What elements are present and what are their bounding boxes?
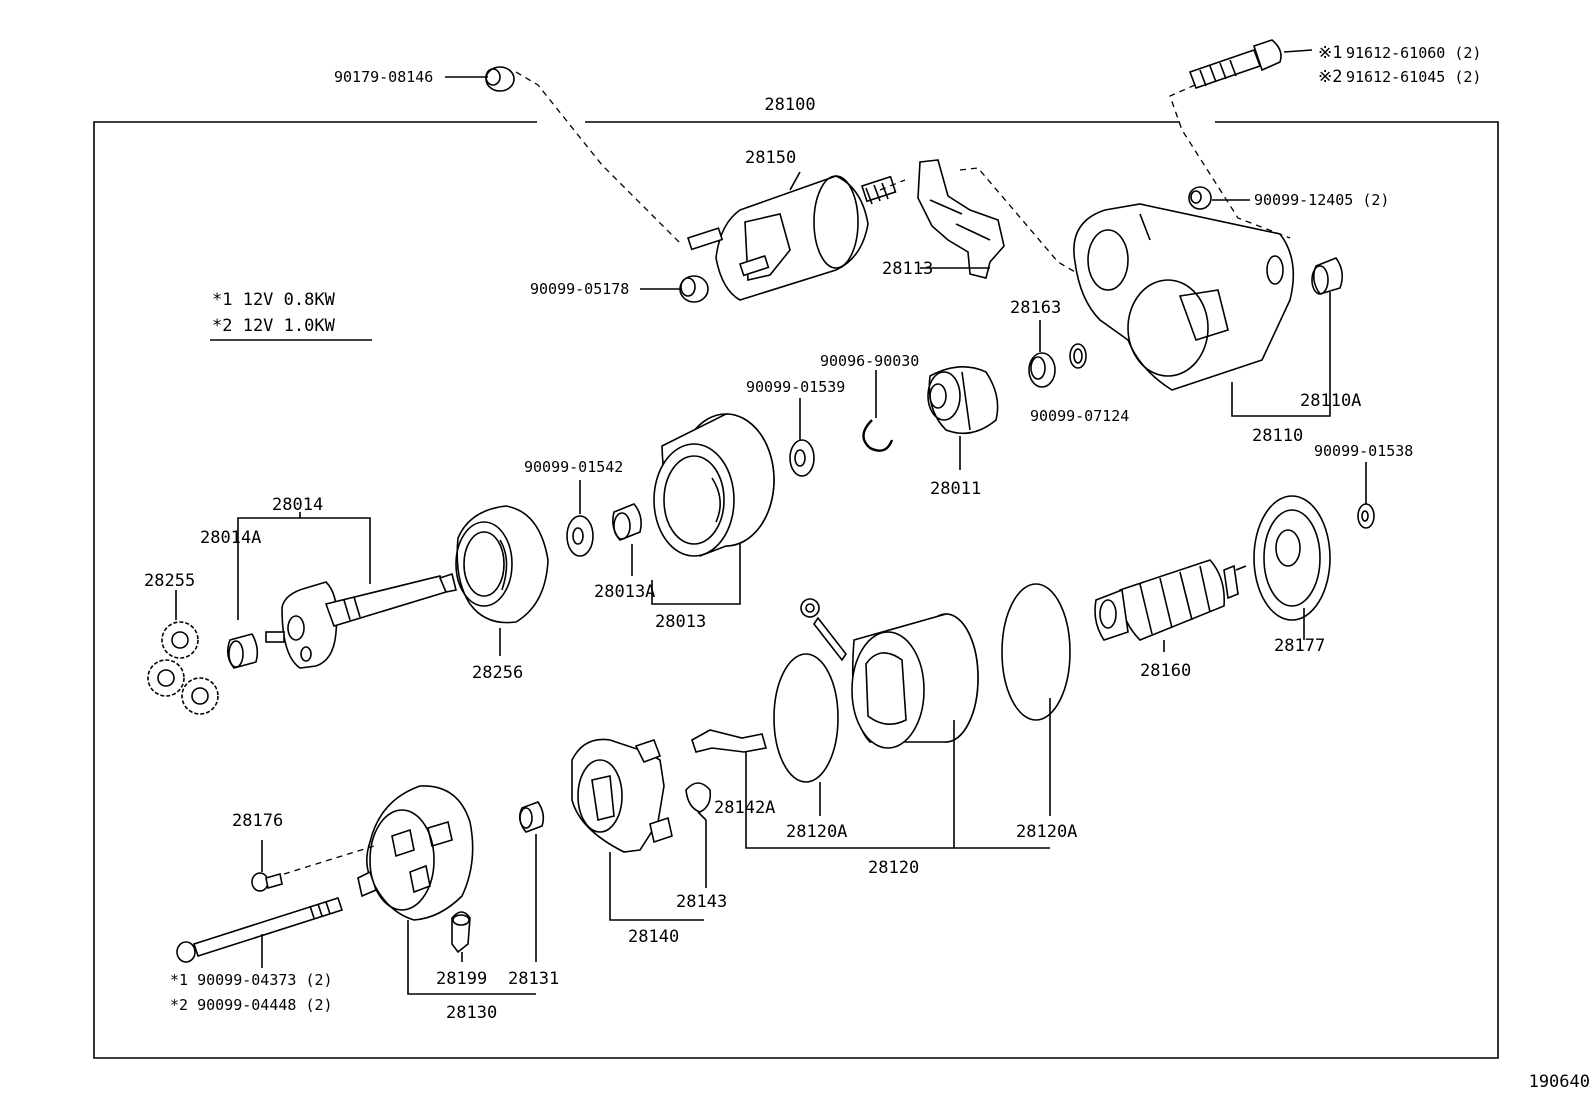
part-yoke-28120 bbox=[800, 598, 979, 749]
label-90099-04373: *1 90099-04373 (2) bbox=[170, 971, 333, 989]
part-snapring-90096-90030 bbox=[862, 370, 894, 452]
label-28163: 28163 bbox=[1010, 298, 1061, 318]
label-90099-01539: 90099-01539 bbox=[746, 378, 845, 396]
part-bolt-91612 bbox=[1188, 39, 1313, 90]
part-lead-28142A bbox=[691, 729, 768, 753]
part-ring-28163 bbox=[1028, 320, 1056, 388]
assembly-frame bbox=[93, 121, 1499, 1059]
part-bushing-28110A bbox=[1311, 257, 1344, 295]
label-28176: 28176 bbox=[232, 811, 283, 831]
voltage-legend: *1 12V 0.8KW *2 12V 1.0KW bbox=[210, 290, 372, 341]
part-housing-28013 bbox=[653, 413, 775, 557]
part-screw-28176 bbox=[251, 840, 283, 892]
bolt-note-1-mark: ※1 bbox=[1318, 43, 1342, 63]
label-28143: 28143 bbox=[676, 892, 727, 912]
part-plate-28177 bbox=[1253, 495, 1331, 640]
label-28160: 28160 bbox=[1140, 661, 1191, 681]
figure-id-label: 190640 bbox=[1529, 1072, 1590, 1092]
part-ring-28120A-right bbox=[1001, 583, 1071, 816]
label-90096-90030: 90096-90030 bbox=[820, 352, 919, 370]
assembly-number-label: 28100 bbox=[764, 95, 815, 115]
label-28110: 28110 bbox=[1252, 426, 1303, 446]
part-washer-90099-01538 bbox=[1357, 462, 1375, 529]
part-solenoid-28150 bbox=[686, 171, 897, 301]
label-91612-61045: 91612-61045 (2) bbox=[1346, 68, 1481, 86]
part-brushholder-28140 bbox=[571, 738, 673, 853]
part-28199 bbox=[451, 911, 471, 962]
part-90099-05178 bbox=[640, 275, 709, 303]
label-90099-01538: 90099-01538 bbox=[1314, 442, 1413, 460]
label-28131: 28131 bbox=[508, 969, 559, 989]
part-ringgear-28256 bbox=[455, 505, 549, 656]
label-28120A-left: 28120A bbox=[786, 822, 847, 842]
part-throughbolt-90099-04373 bbox=[176, 896, 344, 968]
label-90099-05178: 90099-05178 bbox=[530, 280, 629, 298]
label-28120A-right: 28120A bbox=[1016, 822, 1077, 842]
label-28014A: 28014A bbox=[200, 528, 261, 548]
part-shaft-28014 bbox=[265, 572, 457, 669]
label-28013A: 28013A bbox=[594, 582, 655, 602]
bolt-note-2-mark: ※2 bbox=[1318, 67, 1342, 87]
part-bushing-28014A bbox=[226, 633, 259, 669]
part-gears-28255 bbox=[147, 590, 219, 715]
label-90179-08146: 90179-08146 bbox=[334, 68, 433, 86]
part-washer-90099-01539 bbox=[789, 398, 815, 477]
part-spring-28143 bbox=[685, 782, 712, 888]
label-28014: 28014 bbox=[272, 495, 323, 515]
label-28110A: 28110A bbox=[1300, 391, 1361, 411]
part-nut-90099-12405 bbox=[1188, 186, 1250, 210]
label-28013: 28013 bbox=[655, 612, 706, 632]
legend-row-2: *2 12V 1.0KW bbox=[212, 316, 336, 336]
label-90099-12405: 90099-12405 (2) bbox=[1254, 191, 1389, 209]
part-clutch-28011 bbox=[927, 366, 999, 470]
part-armature-28160 bbox=[1094, 559, 1247, 652]
label-28140: 28140 bbox=[628, 927, 679, 947]
label-28256: 28256 bbox=[472, 663, 523, 683]
label-28113: 28113 bbox=[882, 259, 933, 279]
part-ring-28120A-left bbox=[773, 653, 839, 816]
label-28150: 28150 bbox=[745, 148, 796, 168]
label-28130: 28130 bbox=[446, 1003, 497, 1023]
label-90099-04448: *2 90099-04448 (2) bbox=[170, 996, 333, 1014]
label-28120: 28120 bbox=[868, 858, 919, 878]
part-washer-90099-01542 bbox=[566, 480, 594, 557]
part-nut-90179-08146 bbox=[445, 66, 515, 92]
part-endframe-28130 bbox=[357, 785, 474, 921]
part-housing-28110 bbox=[1073, 203, 1295, 391]
legend-row-1: *1 12V 0.8KW bbox=[212, 290, 336, 310]
label-90099-07124: 90099-07124 bbox=[1030, 407, 1129, 425]
label-28199: 28199 bbox=[436, 969, 487, 989]
label-28011: 28011 bbox=[930, 479, 981, 499]
part-clip-90099-07124 bbox=[1069, 343, 1087, 369]
part-bushing-28013A bbox=[612, 503, 642, 576]
label-90099-01542: 90099-01542 bbox=[524, 458, 623, 476]
label-28142A: 28142A bbox=[714, 798, 775, 818]
part-bushing-28131 bbox=[518, 801, 545, 962]
label-28177: 28177 bbox=[1274, 636, 1325, 656]
label-28255: 28255 bbox=[144, 571, 195, 591]
label-91612-61060: 91612-61060 (2) bbox=[1346, 44, 1481, 62]
part-lever-28113 bbox=[917, 159, 1005, 279]
